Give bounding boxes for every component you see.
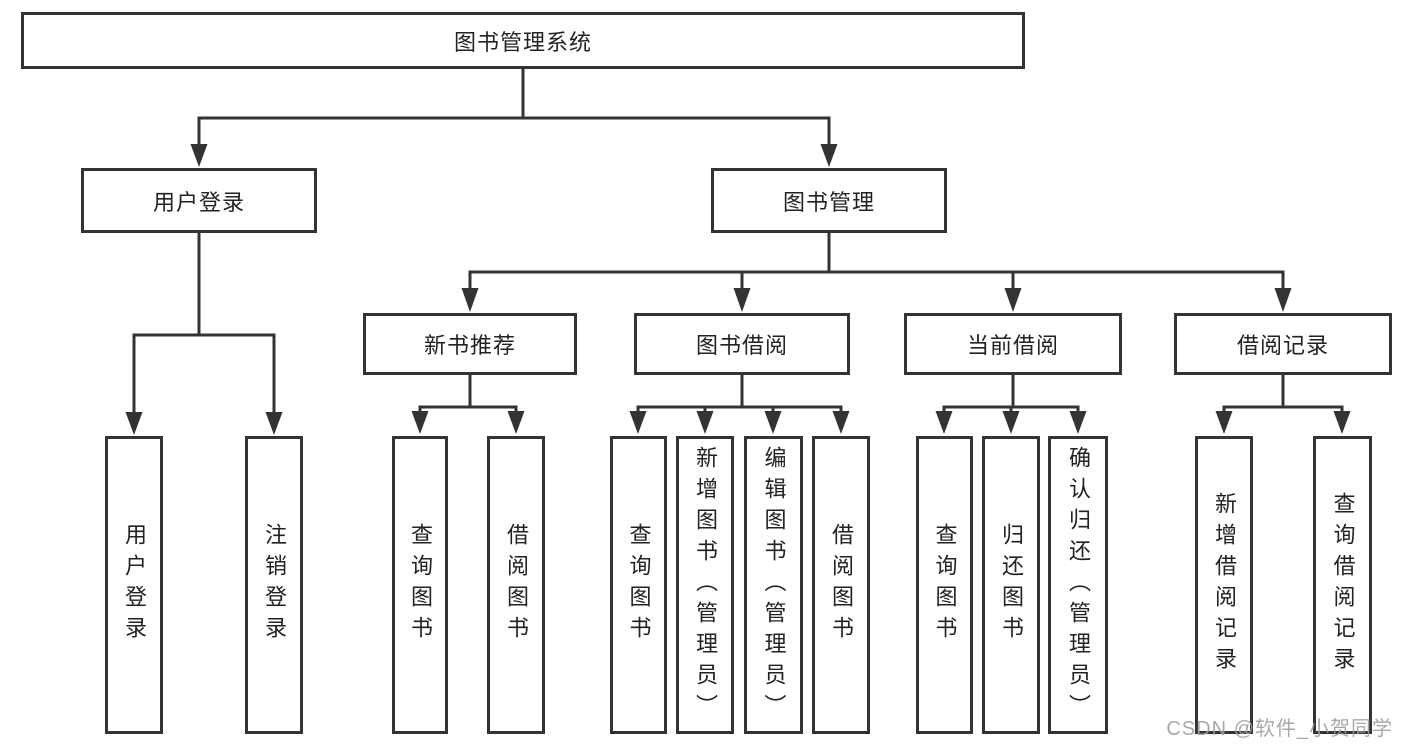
leaf-user-login-label: 用户登录 bbox=[122, 523, 147, 647]
node-root: 图书管理系统 bbox=[21, 12, 1025, 69]
arrowhead-icon bbox=[1274, 288, 1292, 312]
leaf-confirm-return-admin-label: 确认归还（管理员） bbox=[1066, 445, 1091, 725]
node-user-login-label: 用户登录 bbox=[152, 189, 245, 215]
arrowhead-icon bbox=[764, 411, 782, 434]
arrowhead-icon bbox=[411, 411, 429, 434]
leaf-query-borrow-record-label: 查询借阅记录 bbox=[1330, 492, 1356, 678]
arrowhead-icon bbox=[820, 144, 838, 167]
arrowhead-icon bbox=[125, 412, 143, 435]
node-book-management-label: 图书管理 bbox=[782, 189, 875, 215]
leaf-query-books-recommend-label: 查询图书 bbox=[408, 523, 433, 647]
leaf-user-login: 用户登录 bbox=[105, 436, 163, 734]
leaf-query-books-borrow-label: 查询图书 bbox=[626, 523, 652, 647]
leaf-add-books-admin: 新增图书（管理员） bbox=[676, 436, 734, 734]
node-current-borrow: 当前借阅 bbox=[904, 313, 1122, 375]
leaf-query-books-borrow: 查询图书 bbox=[610, 436, 667, 734]
arrowhead-icon bbox=[265, 412, 283, 435]
leaf-borrow-books-recommend-label: 借阅图书 bbox=[504, 523, 529, 647]
leaf-borrow-books-label: 借阅图书 bbox=[829, 523, 854, 647]
arrowhead-icon bbox=[629, 411, 647, 434]
arrowhead-icon bbox=[733, 288, 751, 312]
leaf-query-books-current-label: 查询图书 bbox=[932, 523, 958, 647]
leaf-logout: 注销登录 bbox=[245, 436, 303, 734]
leaf-borrow-books: 借阅图书 bbox=[812, 436, 870, 734]
leaf-query-books-recommend: 查询图书 bbox=[392, 436, 448, 734]
leaf-query-books-current: 查询图书 bbox=[916, 436, 973, 734]
leaf-borrow-books-recommend: 借阅图书 bbox=[487, 436, 545, 734]
arrowhead-icon bbox=[832, 411, 850, 434]
arrowhead-icon bbox=[461, 288, 479, 312]
leaf-add-books-admin-label: 新增图书（管理员） bbox=[693, 445, 718, 725]
leaf-query-borrow-record: 查询借阅记录 bbox=[1313, 436, 1372, 734]
node-current-borrow-label: 当前借阅 bbox=[966, 333, 1059, 358]
arrowhead-icon bbox=[696, 411, 714, 434]
node-book-management: 图书管理 bbox=[711, 168, 947, 233]
node-root-label: 图书管理系统 bbox=[453, 29, 592, 55]
node-book-borrow: 图书借阅 bbox=[634, 313, 850, 375]
leaf-add-borrow-record: 新增借阅记录 bbox=[1195, 436, 1253, 734]
leaf-return-books: 归还图书 bbox=[982, 436, 1040, 734]
arrowhead-icon bbox=[1004, 288, 1022, 312]
arrowhead-icon bbox=[1215, 411, 1233, 434]
node-borrow-records-label: 借阅记录 bbox=[1236, 333, 1329, 358]
node-borrow-records: 借阅记录 bbox=[1174, 313, 1392, 375]
leaf-return-books-label: 归还图书 bbox=[999, 523, 1024, 647]
node-new-book-recommend: 新书推荐 bbox=[363, 313, 577, 375]
leaf-edit-books-admin-label: 编辑图书（管理员） bbox=[761, 445, 787, 725]
arrowhead-icon bbox=[507, 411, 525, 434]
leaf-edit-books-admin: 编辑图书（管理员） bbox=[744, 436, 803, 734]
arrowhead-icon bbox=[935, 411, 953, 434]
arrowhead-icon bbox=[1333, 411, 1351, 434]
arrowhead-icon bbox=[190, 144, 208, 167]
leaf-logout-label: 注销登录 bbox=[262, 523, 287, 647]
node-book-borrow-label: 图书借阅 bbox=[695, 333, 788, 358]
arrowhead-icon bbox=[1069, 411, 1087, 434]
watermark: CSDN @软件_小贺同学 bbox=[1166, 718, 1393, 740]
node-new-book-recommend-label: 新书推荐 bbox=[423, 333, 516, 358]
leaf-confirm-return-admin: 确认归还（管理员） bbox=[1048, 436, 1108, 734]
arrowhead-icon bbox=[1002, 411, 1020, 434]
arrowhead-group bbox=[125, 144, 1351, 435]
node-user-login: 用户登录 bbox=[81, 168, 317, 233]
leaf-add-borrow-record-label: 新增借阅记录 bbox=[1212, 492, 1237, 678]
